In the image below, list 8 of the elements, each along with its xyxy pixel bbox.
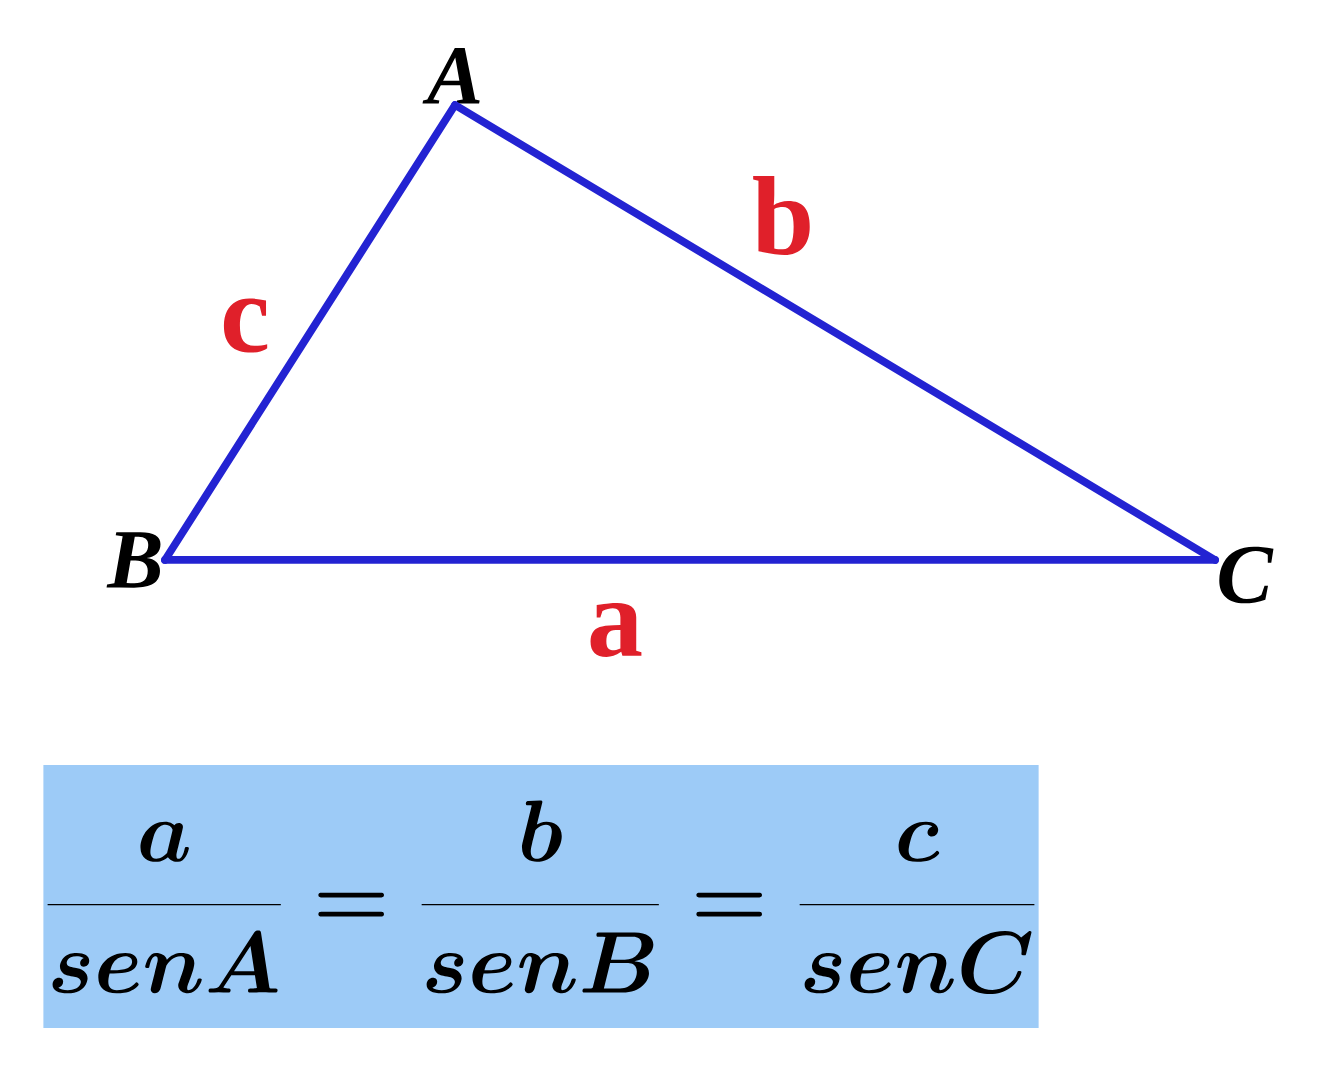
triangle-side bbox=[161, 556, 1219, 564]
formula-box: $\frac{a}{senA}=\frac{b}{senB}=\frac{c}{senC}$ bbox=[43, 765, 1039, 1028]
vertex-label: C bbox=[1219, 546, 1274, 604]
side-label: c bbox=[223, 298, 268, 353]
side-label: a bbox=[590, 603, 642, 657]
vertex-label: A bbox=[422, 47, 480, 104]
vertex-label: B bbox=[106, 532, 161, 588]
side-label: b bbox=[753, 175, 810, 256]
